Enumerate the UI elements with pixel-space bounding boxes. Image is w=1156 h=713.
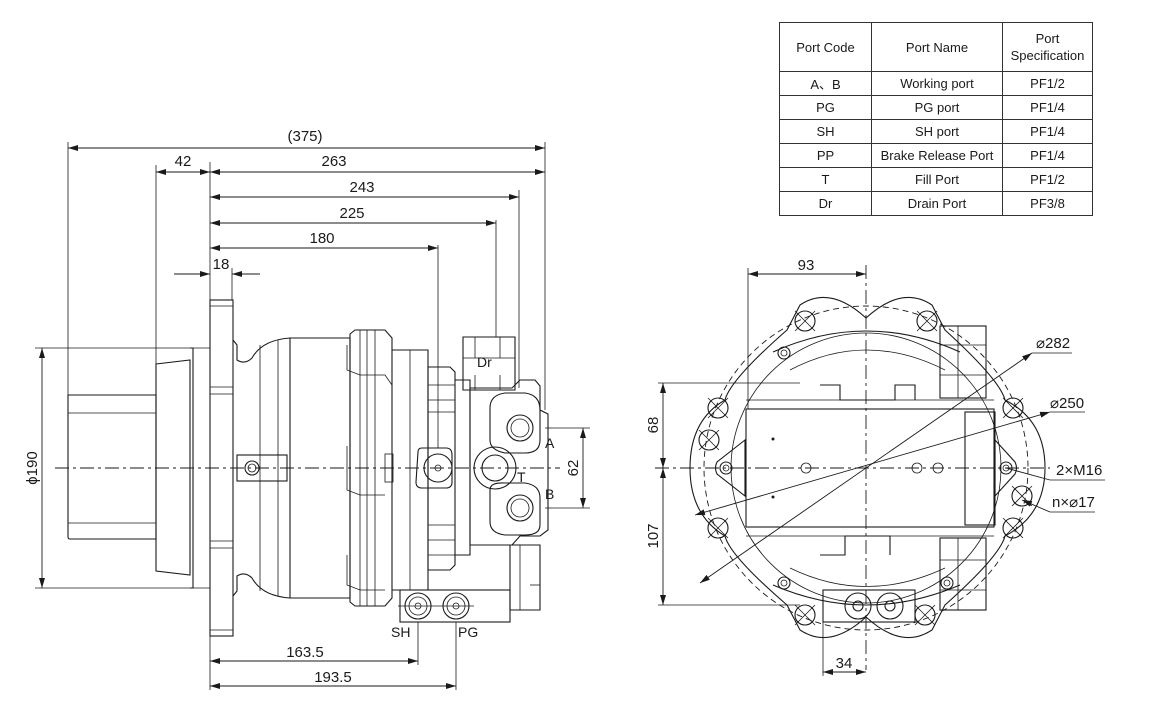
dim-225: 225 <box>339 205 364 222</box>
mounting-flange <box>209 299 234 637</box>
m16-leader <box>1005 467 1051 481</box>
bolt-hole <box>707 397 729 419</box>
header-port-code: Port Code <box>779 22 872 72</box>
dim-107: 107 <box>645 523 662 548</box>
port-code: PG <box>779 95 872 120</box>
end-valve-block <box>745 384 996 556</box>
port-label-sh: SH <box>391 624 410 640</box>
dim-34: 34 <box>836 655 853 672</box>
side-extension-lines <box>35 142 590 690</box>
motor-bell <box>232 337 351 599</box>
side-dimension-lines <box>39 145 586 689</box>
header-port-name: Port Name <box>871 22 1003 72</box>
dim-193-5: 193.5 <box>314 669 352 686</box>
port-label-a: A <box>545 435 555 451</box>
port-code: Dr <box>779 191 872 216</box>
end-bottom-port-block <box>822 589 916 623</box>
table-header-row: Port Code Port Name Port Specification <box>779 22 1093 72</box>
dim-hole-count: n×⌀17 <box>1052 494 1095 511</box>
dim-68: 68 <box>645 417 662 434</box>
dim-18: 18 <box>213 256 230 273</box>
port-spec: PF1/4 <box>1002 95 1093 120</box>
port-label-b: B <box>545 486 554 502</box>
table-row: SH SH port PF1/4 <box>779 119 1093 144</box>
port-label-dr: Dr <box>477 354 492 370</box>
side-dimension-labels: (375) 42 263 243 225 180 18 ϕ190 62 163.… <box>24 128 582 686</box>
holes-leader <box>1021 499 1051 513</box>
dim-overall-375: (375) <box>287 128 322 145</box>
bolt-hole <box>794 310 816 332</box>
dim-163-5: 163.5 <box>286 644 324 661</box>
dim-243: 243 <box>349 179 374 196</box>
output-hub <box>67 347 210 589</box>
bolt-hole <box>707 517 729 539</box>
bolt-hole <box>1002 397 1024 419</box>
port-spec: PF1/4 <box>1002 143 1093 168</box>
header-port-specification-text: Port Specification <box>1010 31 1085 63</box>
port-name: Drain Port <box>871 191 1003 216</box>
port-label-t: T <box>517 469 526 485</box>
bolt-hole <box>1002 517 1024 539</box>
bolt-hole <box>914 604 936 626</box>
dim-thread-m16: 2×M16 <box>1056 462 1102 479</box>
bolt-hole <box>794 604 816 626</box>
side-port-labels: Dr A T B SH PG <box>391 354 555 640</box>
dim-diameter-250: ⌀250 <box>1050 395 1084 412</box>
valve-block <box>455 336 549 611</box>
dim-93: 93 <box>798 257 815 274</box>
end-view: 93 68 107 34 ⌀282 ⌀250 2×M16 n×⌀17 <box>645 257 1105 676</box>
end-flange-outline <box>689 297 1046 638</box>
brake-housing <box>415 366 456 571</box>
dim-62: 62 <box>565 460 582 477</box>
dim-diameter-190: ϕ190 <box>24 451 41 484</box>
side-view: (375) 42 263 243 225 180 18 ϕ190 62 163.… <box>24 128 590 690</box>
table-row: Dr Drain Port PF3/8 <box>779 191 1093 216</box>
table-row: PG PG port PF1/4 <box>779 95 1093 120</box>
port-label-pg: PG <box>458 624 478 640</box>
table-row: T Fill Port PF1/2 <box>779 167 1093 192</box>
table-row: A、B Working port PF1/2 <box>779 71 1093 96</box>
bolt-hole <box>916 310 938 332</box>
port-code: PP <box>779 143 872 168</box>
port-spec: PF3/8 <box>1002 191 1093 216</box>
dim-42: 42 <box>175 153 192 170</box>
dim-263: 263 <box>321 153 346 170</box>
bolt-hole <box>698 429 720 451</box>
dim-180: 180 <box>309 230 334 247</box>
end-extension-lines <box>658 268 824 676</box>
header-port-specification: Port Specification <box>1002 22 1093 72</box>
port-code: A、B <box>779 71 872 96</box>
port-spec: PF1/2 <box>1002 71 1093 96</box>
dim-diameter-282: ⌀282 <box>1036 335 1070 352</box>
dia-250-leader <box>694 411 1051 516</box>
port-specification-table: Port Code Port Name Port Specification A… <box>779 22 1093 216</box>
sh-pg-port-block <box>398 589 511 623</box>
